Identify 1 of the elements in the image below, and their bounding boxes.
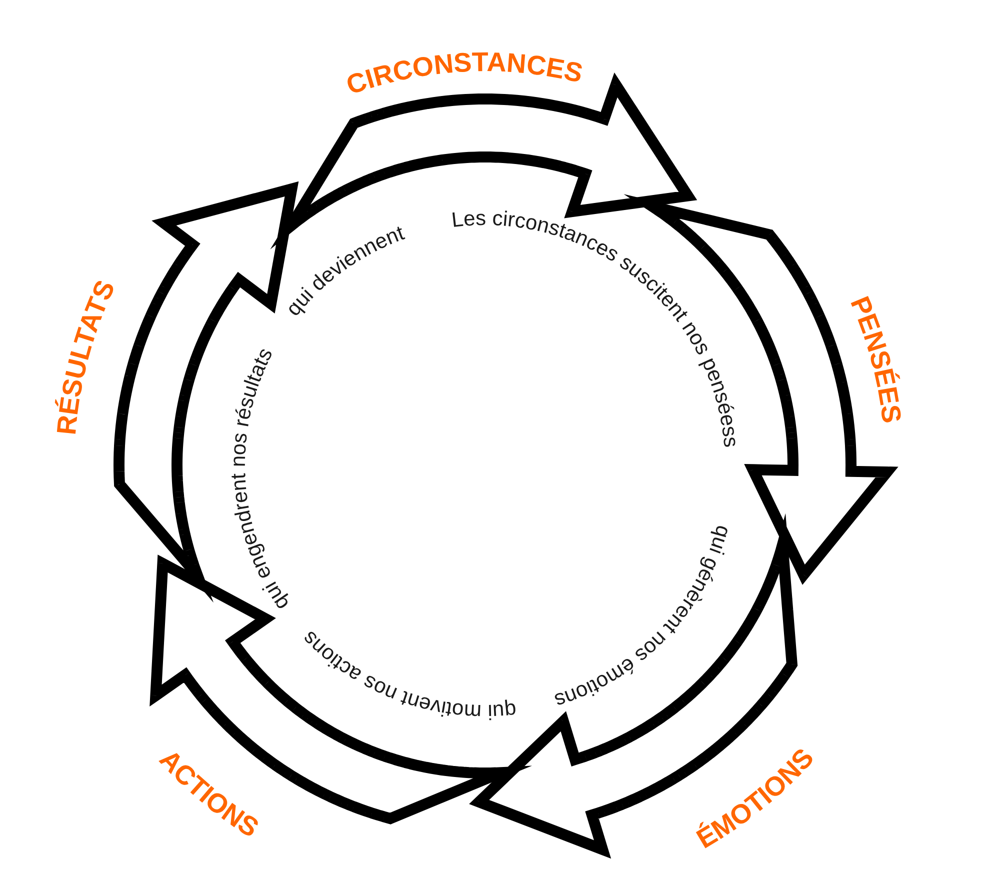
stage-label: CIRCONSTANCES: [342, 47, 586, 100]
